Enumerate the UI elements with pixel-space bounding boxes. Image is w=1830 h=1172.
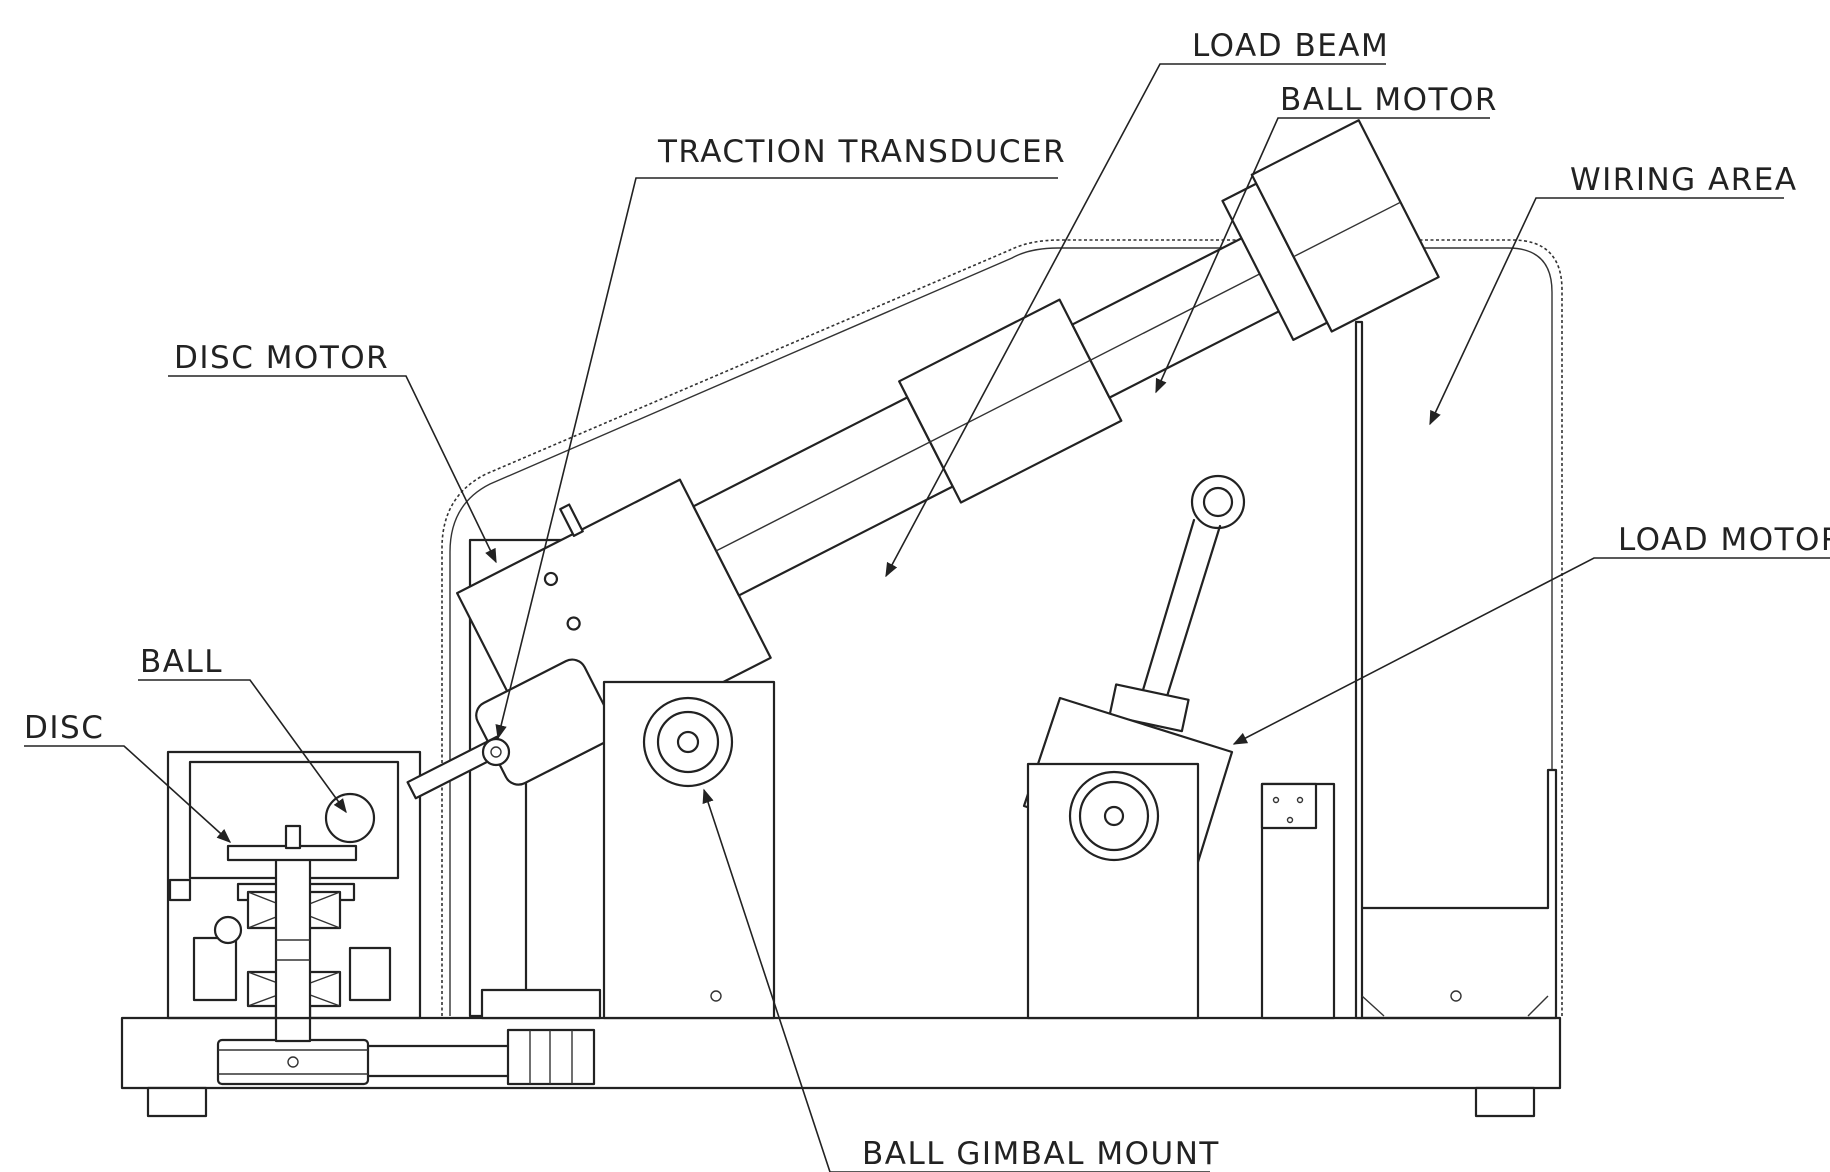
label-wiring-area: WIRING AREA: [1570, 162, 1798, 198]
ball-gimbal-mount: [602, 680, 776, 1020]
label-ball-gimbal-mount: BALL GIMBAL MOUNT: [862, 1136, 1220, 1172]
bracket: [1260, 782, 1336, 1020]
label-load-motor: LOAD MOTOR: [1618, 522, 1830, 558]
label-disc-motor: DISC MOTOR: [174, 340, 389, 376]
wiring-area-panel: [1354, 320, 1558, 1020]
ball-motor-rod: [1138, 474, 1246, 708]
label-ball: BALL: [140, 644, 223, 680]
label-traction-transducer: TRACTION TRANSDUCER: [657, 134, 1066, 170]
load-arm-assembly: [406, 119, 1440, 800]
label-load-beam: LOAD BEAM: [1192, 28, 1389, 64]
label-disc: DISC: [24, 710, 104, 746]
load-motor: [1022, 683, 1234, 1020]
enclosure: [441, 239, 1563, 1016]
disc-housing: [166, 750, 422, 1020]
label-ball-motor: BALL MOTOR: [1280, 82, 1498, 118]
callout-leaders: [24, 63, 1830, 1172]
